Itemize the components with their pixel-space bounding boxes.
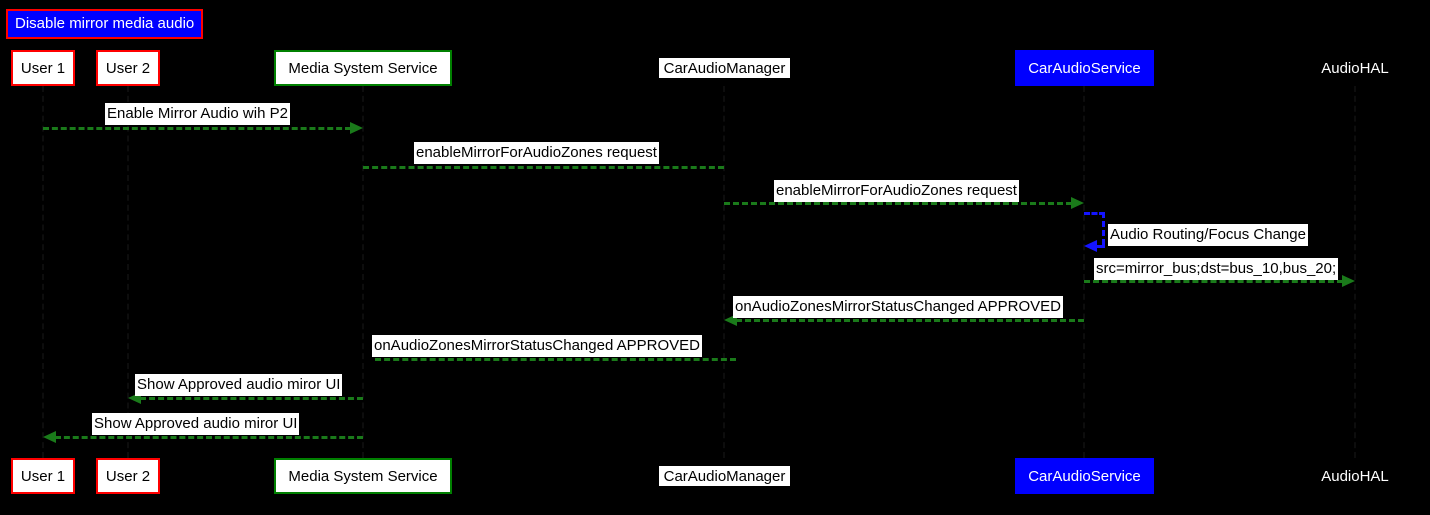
participant-user1-top[interactable]: User 1 — [11, 50, 75, 86]
participant-label: CarAudioManager — [663, 59, 786, 77]
message-line-m9 — [55, 436, 363, 439]
message-label-m6: onAudioZonesMirrorStatusChanged APPROVED — [733, 296, 1064, 318]
participant-hal-bottom[interactable]: AudioHAL — [1317, 466, 1393, 486]
lifeline-user1 — [42, 86, 44, 458]
message-label-m9: Show Approved audio miror UI — [92, 413, 300, 435]
participant-label: Media System Service — [288, 59, 438, 77]
arrowhead-left-icon — [43, 431, 56, 443]
lifeline-cas — [1083, 86, 1085, 458]
self-call-top-segment — [1084, 212, 1105, 215]
participant-user2-top[interactable]: User 2 — [96, 50, 160, 86]
participant-cam-bottom[interactable]: CarAudioManager — [659, 466, 790, 486]
participant-cas-bottom[interactable]: CarAudioService — [1015, 458, 1154, 494]
participant-hal-top[interactable]: AudioHAL — [1317, 58, 1393, 78]
message-label-m7: onAudioZonesMirrorStatusChanged APPROVED — [372, 335, 703, 357]
self-call-bottom-segment — [1094, 245, 1105, 248]
participant-label: AudioHAL — [1321, 467, 1389, 485]
message-label-m3: enableMirrorForAudioZones request — [774, 180, 1019, 202]
message-line-m6 — [736, 319, 1084, 322]
participant-label: Media System Service — [288, 467, 438, 485]
message-line-m2 — [363, 166, 724, 169]
message-line-m3 — [724, 202, 1072, 205]
lifeline-hal — [1354, 86, 1356, 458]
participant-cas-top[interactable]: CarAudioService — [1015, 50, 1154, 86]
lifeline-cam — [723, 86, 725, 458]
participant-label: CarAudioManager — [663, 467, 786, 485]
self-call-right-segment — [1102, 212, 1105, 245]
message-line-m7 — [375, 358, 736, 361]
arrowhead-right-icon — [350, 122, 363, 134]
message-label-m2: enableMirrorForAudioZones request — [414, 142, 659, 164]
diagram-title: Disable mirror media audio — [6, 9, 204, 39]
participant-label: User 2 — [105, 467, 151, 485]
participant-label: User 2 — [105, 59, 151, 77]
message-label-m4: Audio Routing/Focus Change — [1108, 224, 1308, 246]
participant-cam-top[interactable]: CarAudioManager — [659, 58, 790, 78]
message-label-m8: Show Approved audio miror UI — [135, 374, 343, 396]
participant-label: AudioHAL — [1321, 59, 1389, 77]
participant-user1-bottom[interactable]: User 1 — [11, 458, 75, 494]
participant-label: User 1 — [20, 467, 66, 485]
participant-mss-top[interactable]: Media System Service — [274, 50, 452, 86]
participant-mss-bottom[interactable]: Media System Service — [274, 458, 452, 494]
message-line-m1 — [43, 127, 351, 130]
participant-label: User 1 — [20, 59, 66, 77]
arrowhead-right-icon — [1071, 197, 1084, 209]
participant-user2-bottom[interactable]: User 2 — [96, 458, 160, 494]
arrowhead-right-icon — [1342, 275, 1355, 287]
lifeline-user2 — [127, 86, 129, 458]
arrowhead-left-icon — [1084, 240, 1097, 252]
lifeline-mss — [362, 86, 364, 458]
participant-label: CarAudioService — [1028, 59, 1141, 77]
message-label-m5: src=mirror_bus;dst=bus_10,bus_20; — [1094, 258, 1339, 280]
participant-label: CarAudioService — [1028, 467, 1141, 485]
message-line-m8 — [140, 397, 363, 400]
message-label-m1: Enable Mirror Audio wih P2 — [105, 103, 290, 125]
message-line-m5 — [1084, 280, 1343, 283]
